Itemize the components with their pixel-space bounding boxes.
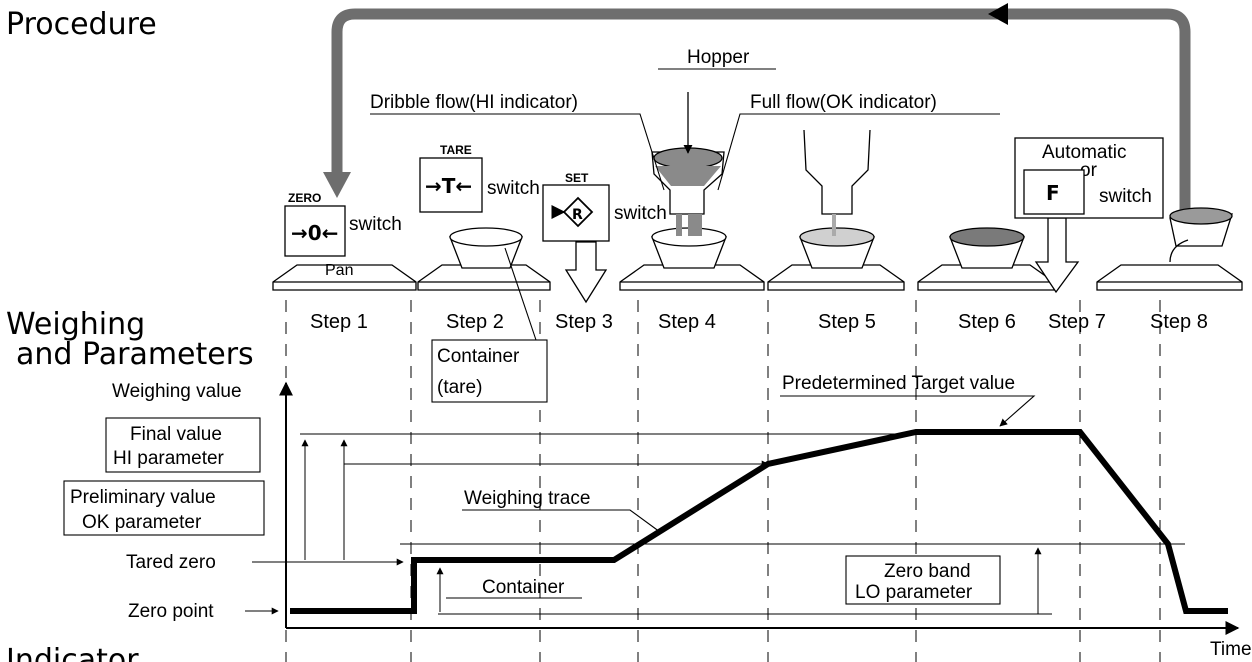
- set-switch-top-label: SET: [565, 171, 589, 185]
- zero-switch-top-label: ZERO: [288, 191, 321, 205]
- step7-down-arrow-icon: [1034, 217, 1080, 294]
- step-label-6: Step 6: [958, 311, 1016, 333]
- tared-zero-label: Tared zero: [126, 552, 216, 573]
- step-label-4: Step 4: [658, 311, 716, 333]
- return-arrow-head-icon: [988, 3, 1008, 25]
- hopper-step4: [651, 92, 725, 236]
- scale-pan-2: [417, 264, 551, 291]
- reference-lines: [300, 433, 1185, 615]
- tare-switch-top-label: TARE: [440, 143, 472, 157]
- set-switch-suffix: switch: [614, 203, 667, 224]
- step-label-7: Step 7: [1048, 311, 1106, 333]
- y-axis-label: Weighing value: [112, 381, 242, 402]
- step3-down-arrow-icon: [564, 241, 608, 304]
- hopper-step5: [803, 129, 871, 236]
- weighing-trace-callout: Weighing trace: [462, 488, 661, 533]
- zero-switch-suffix: switch: [349, 214, 402, 235]
- tare-switch[interactable]: TARE →T← switch: [419, 143, 540, 213]
- svg-text:Preliminary value: Preliminary value: [70, 487, 216, 508]
- svg-text:HI parameter: HI parameter: [113, 448, 225, 469]
- graph-axes: [279, 381, 1240, 635]
- container-tare-callout: Container (tare): [431, 247, 548, 403]
- weighing-heading-line2: and Parameters: [16, 337, 254, 372]
- procedure-callouts: [370, 68, 1000, 191]
- dribble-flow-label: Dribble flow(HI indicator): [370, 92, 578, 113]
- indicator-heading: Indicator: [6, 643, 139, 662]
- step-label-8: Step 8: [1150, 311, 1208, 333]
- scale-pans: [272, 264, 1243, 291]
- preliminary-value-callout: Preliminary value OK parameter: [63, 480, 265, 536]
- set-diamond-icon: [562, 196, 594, 228]
- container-step4: [651, 227, 727, 269]
- full-flow-label: Full flow(OK indicator): [750, 92, 937, 113]
- weighing-trace-line: [290, 429, 1228, 614]
- svg-text:Zero band: Zero band: [884, 561, 971, 582]
- tare-switch-glyph: →T←: [425, 174, 472, 198]
- weighing-heading-line1: Weighing: [6, 307, 145, 342]
- svg-text:Container: Container: [482, 577, 565, 598]
- f-switch[interactable]: F switch: [1023, 169, 1152, 215]
- container-step5: [799, 227, 875, 269]
- container-step2: [449, 227, 523, 269]
- f-switch-suffix: switch: [1099, 186, 1152, 207]
- container-step6: [949, 227, 1025, 269]
- scale-pan-5: [767, 264, 905, 291]
- automatic-label: Automatic: [1042, 142, 1126, 163]
- svg-text:Container: Container: [437, 346, 520, 367]
- svg-text:(tare): (tare): [437, 377, 482, 398]
- set-switch[interactable]: SET R switch: [542, 171, 667, 242]
- final-value-callout: Final value HI parameter: [105, 417, 261, 473]
- procedure-heading: Procedure: [6, 7, 157, 42]
- zero-point-label: Zero point: [128, 601, 214, 622]
- svg-text:Final value: Final value: [130, 424, 222, 445]
- tare-switch-suffix: switch: [487, 178, 540, 199]
- return-arrow: [323, 3, 1191, 240]
- set-switch-glyph: R: [572, 207, 583, 223]
- zero-switch[interactable]: ZERO →0← switch: [284, 191, 402, 257]
- f-switch-glyph: F: [1046, 181, 1060, 205]
- step-separators: [285, 300, 1161, 662]
- svg-text:LO parameter: LO parameter: [855, 582, 973, 603]
- step-label-5: Step 5: [818, 311, 876, 333]
- pan-label: Pan: [325, 262, 353, 279]
- zero-band-callout: Zero band LO parameter: [845, 555, 1001, 605]
- scale-pan-1: [272, 264, 417, 291]
- step-label-3: Step 3: [555, 311, 613, 333]
- container-step8: [1169, 207, 1233, 263]
- hopper-label: Hopper: [687, 47, 750, 68]
- x-axis-label: Time: [1210, 639, 1252, 660]
- target-value-callout: Predetermined Target value: [780, 373, 1036, 427]
- svg-text:Predetermined Target value: Predetermined Target value: [782, 373, 1015, 394]
- containers: [449, 207, 1233, 269]
- step-label-1: Step 1: [310, 311, 368, 333]
- scale-pan-6: [917, 264, 1055, 291]
- container-graph-callout: Container: [446, 577, 582, 599]
- step-label-2: Step 2: [446, 311, 504, 333]
- scale-pan-4: [619, 264, 765, 291]
- step-labels: Step 1 Step 2 Step 3 Step 4 Step 5 Step …: [310, 311, 1208, 333]
- zero-switch-glyph: →0←: [291, 221, 338, 245]
- scale-pan-8: [1096, 264, 1243, 291]
- svg-text:Weighing trace: Weighing trace: [464, 488, 590, 509]
- svg-text:OK parameter: OK parameter: [82, 512, 202, 533]
